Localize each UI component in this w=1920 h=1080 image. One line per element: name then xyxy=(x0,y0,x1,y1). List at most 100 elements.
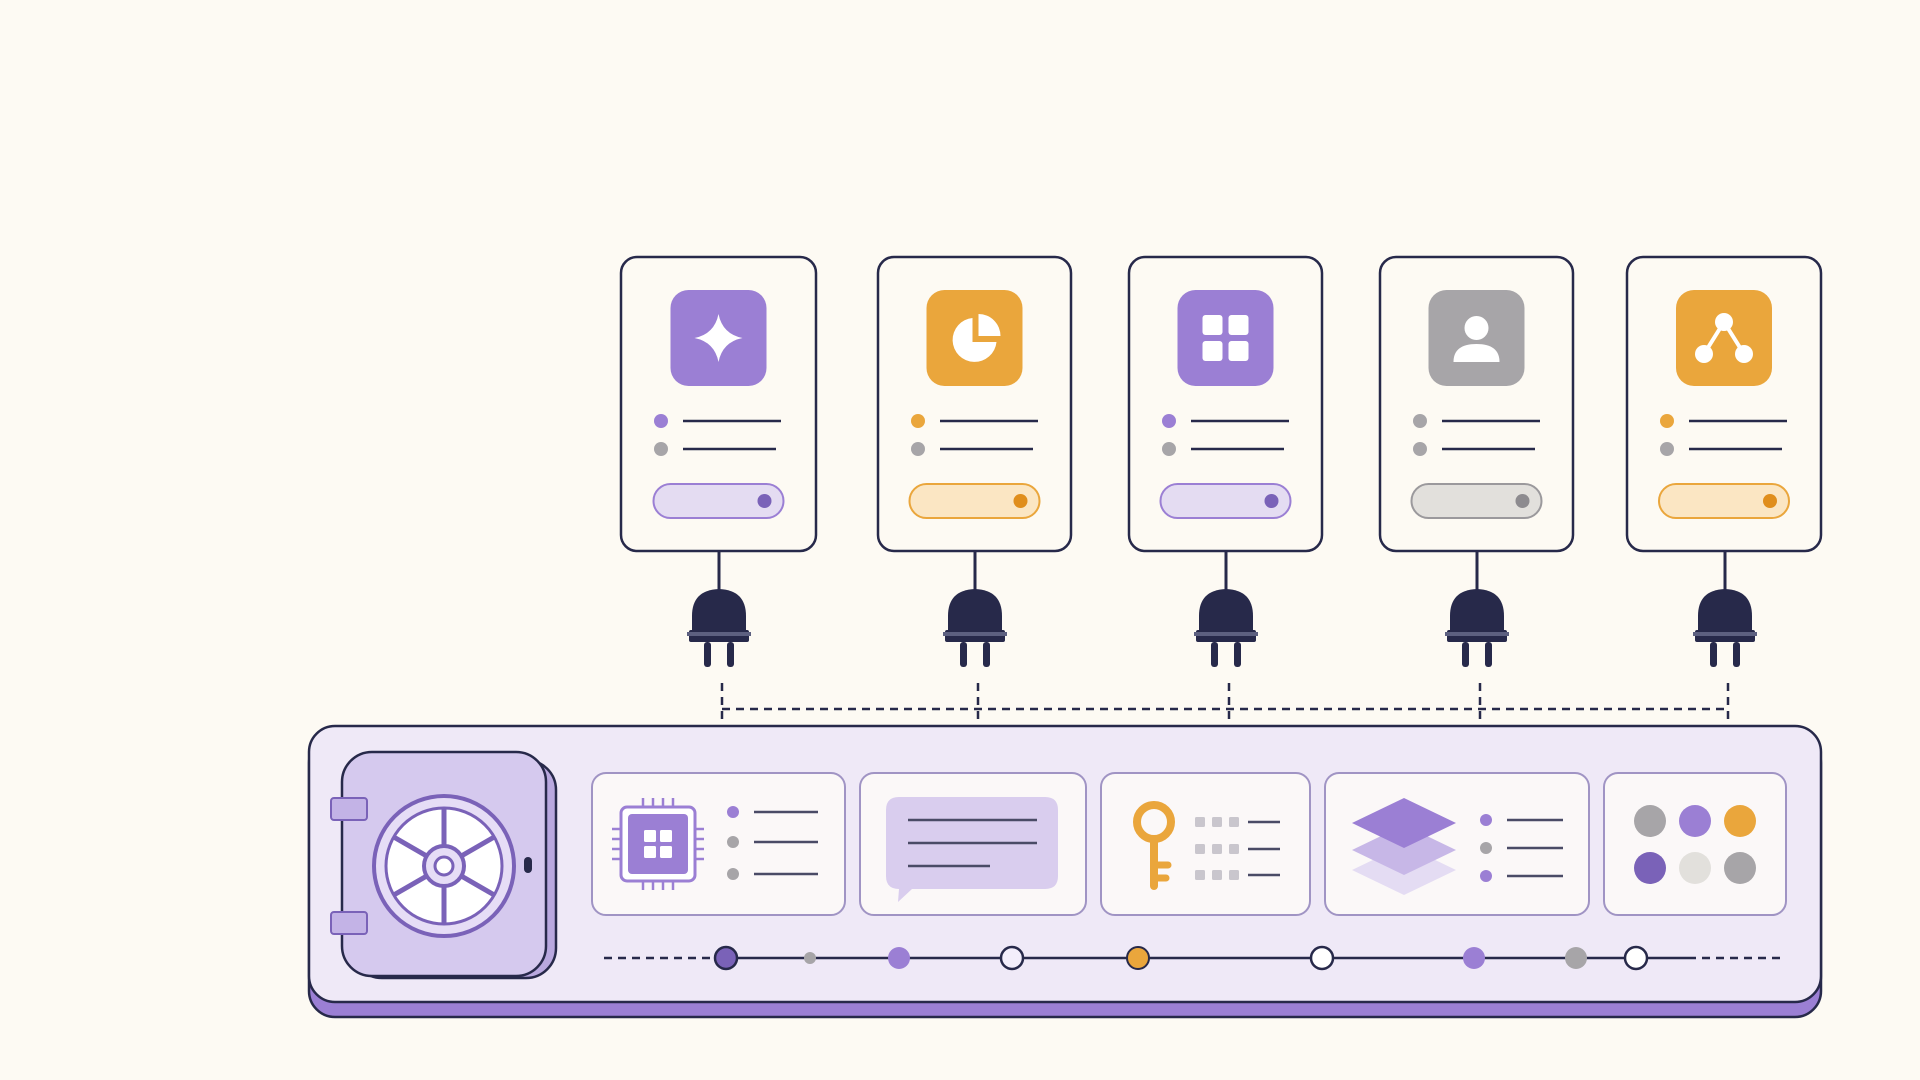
plug-prong xyxy=(1462,642,1469,667)
icon-tile xyxy=(1676,290,1772,386)
color-dots-icon xyxy=(1634,805,1756,884)
module-frame xyxy=(1100,772,1311,916)
color-dot xyxy=(1724,852,1756,884)
plug-head xyxy=(692,589,746,632)
plug-connectors xyxy=(687,551,1757,667)
hub-module-1 xyxy=(591,772,846,916)
timeline-node xyxy=(1565,947,1587,969)
timeline-node xyxy=(1309,945,1335,971)
key-field-dot xyxy=(1212,844,1222,854)
key-field-dot xyxy=(1195,844,1205,854)
chip-cell xyxy=(660,846,672,858)
card-toggle xyxy=(1159,483,1292,519)
icon-tile xyxy=(1177,290,1274,386)
hub-module-2 xyxy=(859,772,1087,916)
module-bullet xyxy=(1480,814,1492,826)
card-bullet xyxy=(1162,442,1176,456)
plugin-card-5 xyxy=(1625,255,1823,553)
plug-collar-highlight xyxy=(687,632,751,636)
color-dot xyxy=(1634,805,1666,837)
sparkle-shape xyxy=(694,314,743,362)
module-bullet xyxy=(1480,842,1492,854)
hub-module-3 xyxy=(1100,772,1311,916)
toggle-track xyxy=(1410,483,1543,519)
key-field-dot xyxy=(1212,817,1222,827)
plug-prong xyxy=(1485,642,1492,667)
plug-head xyxy=(948,589,1002,632)
hub-module-4 xyxy=(1324,772,1590,916)
user-body xyxy=(1453,344,1500,362)
module-bullet xyxy=(727,868,739,880)
grid-cell xyxy=(1228,341,1249,361)
vault-hinge-top xyxy=(330,797,368,821)
plug-icon xyxy=(1693,551,1757,667)
user-head xyxy=(1464,316,1489,340)
module-bullet xyxy=(1480,870,1492,882)
card-bullet xyxy=(1660,414,1674,428)
plugin-card-3 xyxy=(1127,255,1324,553)
timeline-node xyxy=(999,945,1025,971)
user-icon xyxy=(1428,290,1525,386)
key-field-dot xyxy=(1229,844,1239,854)
toggle-knob xyxy=(1515,494,1530,508)
timeline-node xyxy=(804,952,816,964)
chip-cell xyxy=(644,830,656,842)
share-nodes-icon xyxy=(1676,290,1772,386)
card-bullet xyxy=(1413,414,1427,428)
card-bullet xyxy=(1660,442,1674,456)
toggle-knob xyxy=(757,494,772,508)
card-bullet xyxy=(654,414,668,428)
plug-icon xyxy=(1445,551,1509,667)
card-bullet xyxy=(654,442,668,456)
timeline-node xyxy=(1126,946,1150,970)
plug-head xyxy=(1450,589,1504,632)
color-dot xyxy=(1679,805,1711,837)
timeline-node xyxy=(888,947,910,969)
toggle-knob xyxy=(1763,494,1777,508)
plug-prong xyxy=(983,642,990,667)
color-dot xyxy=(1634,852,1666,884)
hub-timeline xyxy=(604,945,1786,971)
module-bullet xyxy=(727,836,739,848)
key-field-dot xyxy=(1195,817,1205,827)
card-bullet xyxy=(911,414,925,428)
chip-cell xyxy=(660,830,672,842)
plug-prong xyxy=(1710,642,1717,667)
plugin-card-1 xyxy=(619,255,818,553)
card-toggle xyxy=(1410,483,1543,519)
share-node xyxy=(1735,345,1753,363)
toggle-knob xyxy=(1013,494,1028,508)
card-bullet xyxy=(1162,414,1176,428)
vault-hinge-bottom xyxy=(330,911,368,935)
plug-collar-highlight xyxy=(1445,632,1509,636)
grid-cell xyxy=(1202,315,1223,335)
share-node xyxy=(1695,345,1713,363)
plug-icon xyxy=(687,551,751,667)
plugin-card-2 xyxy=(876,255,1073,553)
chip-cell xyxy=(644,846,656,858)
pie-small-slice xyxy=(978,314,1001,336)
color-dot xyxy=(1679,852,1711,884)
hub-module-5 xyxy=(1603,772,1787,916)
key-field-dot xyxy=(1229,870,1239,880)
timeline-node xyxy=(1463,947,1485,969)
key-icon xyxy=(1133,801,1175,890)
timeline-node xyxy=(1623,945,1649,971)
plug-prong xyxy=(704,642,711,667)
card-bullet xyxy=(911,442,925,456)
plug-prong xyxy=(960,642,967,667)
vault-handle xyxy=(524,857,532,873)
chat-bubble xyxy=(886,797,1058,902)
plug-collar-highlight xyxy=(943,632,1007,636)
stacked-layers-icon xyxy=(1352,798,1456,895)
toggle-track xyxy=(1658,483,1790,519)
pie-chart-icon xyxy=(926,290,1023,386)
plug-collar-highlight xyxy=(1693,632,1757,636)
card-toggle xyxy=(908,483,1041,519)
layer-top xyxy=(1352,798,1456,848)
vault-hub-center xyxy=(433,855,455,877)
grid-cell xyxy=(1228,315,1249,335)
plug-prong xyxy=(1211,642,1218,667)
